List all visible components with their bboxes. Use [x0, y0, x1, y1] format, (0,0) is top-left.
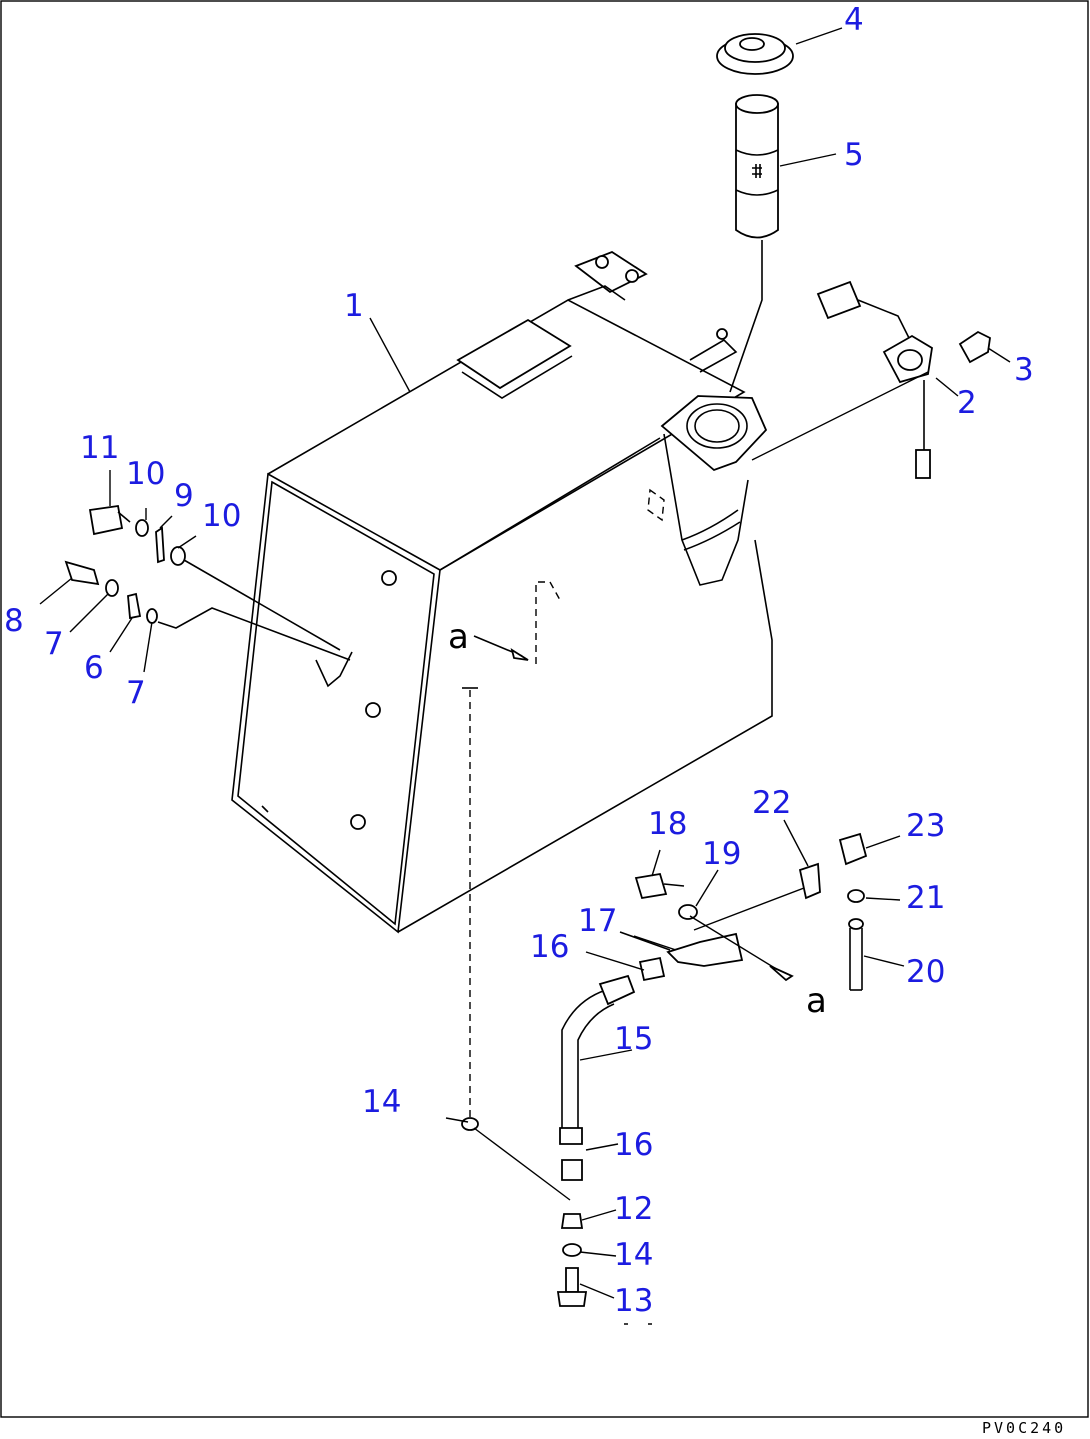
callout-14b: 14 [614, 1237, 653, 1273]
strainer-part [729, 94, 779, 393]
callout-5: 5 [844, 137, 864, 173]
fuel-tank-part [231, 250, 773, 934]
drain-fittings-left [64, 504, 353, 688]
callout-16b: 16 [614, 1127, 653, 1163]
callout-11: 11 [80, 430, 119, 466]
callout-15: 15 [614, 1021, 653, 1057]
callout-9: 9 [174, 478, 194, 514]
callout-16a: 16 [530, 929, 569, 965]
callout-14a: 14 [362, 1084, 401, 1120]
callout-17: 17 [578, 903, 617, 939]
drawing-code: PV0C240 [982, 1419, 1066, 1437]
view-mark-a-upper: a [448, 617, 469, 657]
callout-1: 1 [344, 288, 364, 324]
callout-8: 8 [4, 603, 24, 639]
callout-20: 20 [906, 954, 945, 990]
callout-6: 6 [84, 650, 104, 686]
callout-22: 22 [752, 785, 791, 821]
callout-13: 13 [614, 1283, 653, 1319]
callout-2: 2 [957, 385, 977, 421]
callout-12: 12 [614, 1191, 653, 1227]
view-mark-a-lower: a [806, 981, 827, 1021]
filler-cap-part [716, 33, 794, 75]
callout-23: 23 [906, 808, 945, 844]
level-sensor-part [751, 280, 991, 479]
callout-18: 18 [648, 806, 687, 842]
callout-19: 19 [702, 836, 741, 872]
callout-leaders [39, 27, 1011, 1325]
callout-21: 21 [906, 880, 945, 916]
callout-labels: 1 2 3 4 5 6 7 7 8 9 10 10 11 12 13 14 14… [4, 2, 1034, 1319]
callout-4: 4 [844, 2, 864, 38]
callout-7a: 7 [44, 626, 64, 662]
callout-10a: 10 [126, 456, 165, 492]
view-marks: a a [448, 581, 827, 1021]
drain-hose-assembly [461, 687, 868, 1307]
callout-7b: 7 [126, 675, 146, 711]
callout-3: 3 [1014, 352, 1034, 388]
callout-10b: 10 [202, 498, 241, 534]
